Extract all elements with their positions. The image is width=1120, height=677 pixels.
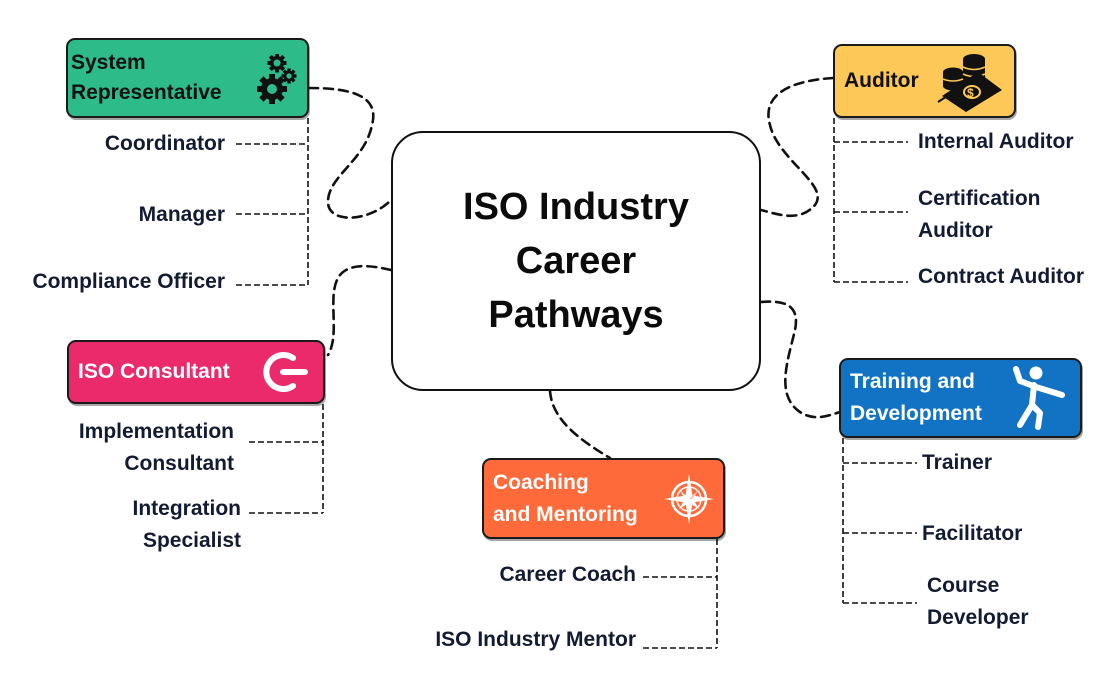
role-item-line: Implementation	[78, 420, 234, 443]
connector-auditor	[759, 76, 835, 218]
role-item-line: Consultant	[124, 452, 234, 475]
category-training-development[interactable]: Training and Development	[839, 358, 1082, 438]
role-item: Integration Specialist	[133, 493, 242, 557]
role-item-line: Developer	[927, 606, 1029, 629]
category-label: and Mentoring	[493, 502, 638, 526]
role-item-line: Auditor	[918, 219, 993, 242]
person-throwing-icon	[1012, 365, 1068, 431]
role-item-line: Certification	[918, 187, 1041, 210]
role-item: Certification Auditor	[918, 183, 1041, 247]
category-label: Development	[850, 402, 982, 425]
category-auditor[interactable]: Auditor $	[833, 44, 1016, 118]
connector-consultant	[326, 264, 393, 357]
role-item: Compliance Officer	[32, 270, 225, 293]
category-label: ISO Consultant	[78, 360, 230, 383]
category-coaching-mentoring[interactable]: Coaching and Mentoring	[482, 458, 725, 539]
connector-training	[759, 300, 842, 419]
center-title: ISO Industry Career Pathways	[463, 186, 689, 336]
role-item: Coordinator	[104, 132, 225, 155]
role-item: ISO Industry Mentor	[435, 628, 636, 651]
gears-icon	[257, 54, 297, 106]
role-item: Contract Auditor	[918, 265, 1085, 288]
category-system-representative[interactable]: System Representative	[66, 38, 309, 118]
role-item: Course Developer	[927, 570, 1029, 634]
category-iso-consultant[interactable]: ISO Consultant	[67, 340, 325, 404]
role-item: Implementation Consultant	[79, 416, 234, 480]
connector-system-rep	[307, 86, 393, 219]
money-coins-icon: $	[936, 50, 1008, 112]
compass-icon	[663, 473, 715, 525]
role-item: Career Coach	[499, 563, 636, 586]
category-label: Auditor	[844, 69, 919, 92]
category-label: Representative	[71, 81, 222, 104]
role-item-line: Integration	[132, 497, 242, 520]
role-item-line: Specialist	[142, 529, 241, 552]
role-item: Trainer	[922, 451, 993, 474]
role-item: Manager	[138, 203, 225, 226]
power-icon	[263, 351, 309, 393]
role-item: Facilitator	[922, 522, 1023, 545]
role-item-line: Course	[927, 574, 1000, 597]
center-node[interactable]: ISO Industry Career Pathways	[391, 131, 761, 391]
connector-coaching	[548, 389, 612, 460]
category-label: Coaching	[493, 470, 589, 494]
role-item: Internal Auditor	[918, 130, 1074, 153]
category-label: System	[71, 51, 146, 74]
category-label: Training and	[850, 370, 975, 393]
svg-text:$: $	[967, 86, 974, 100]
